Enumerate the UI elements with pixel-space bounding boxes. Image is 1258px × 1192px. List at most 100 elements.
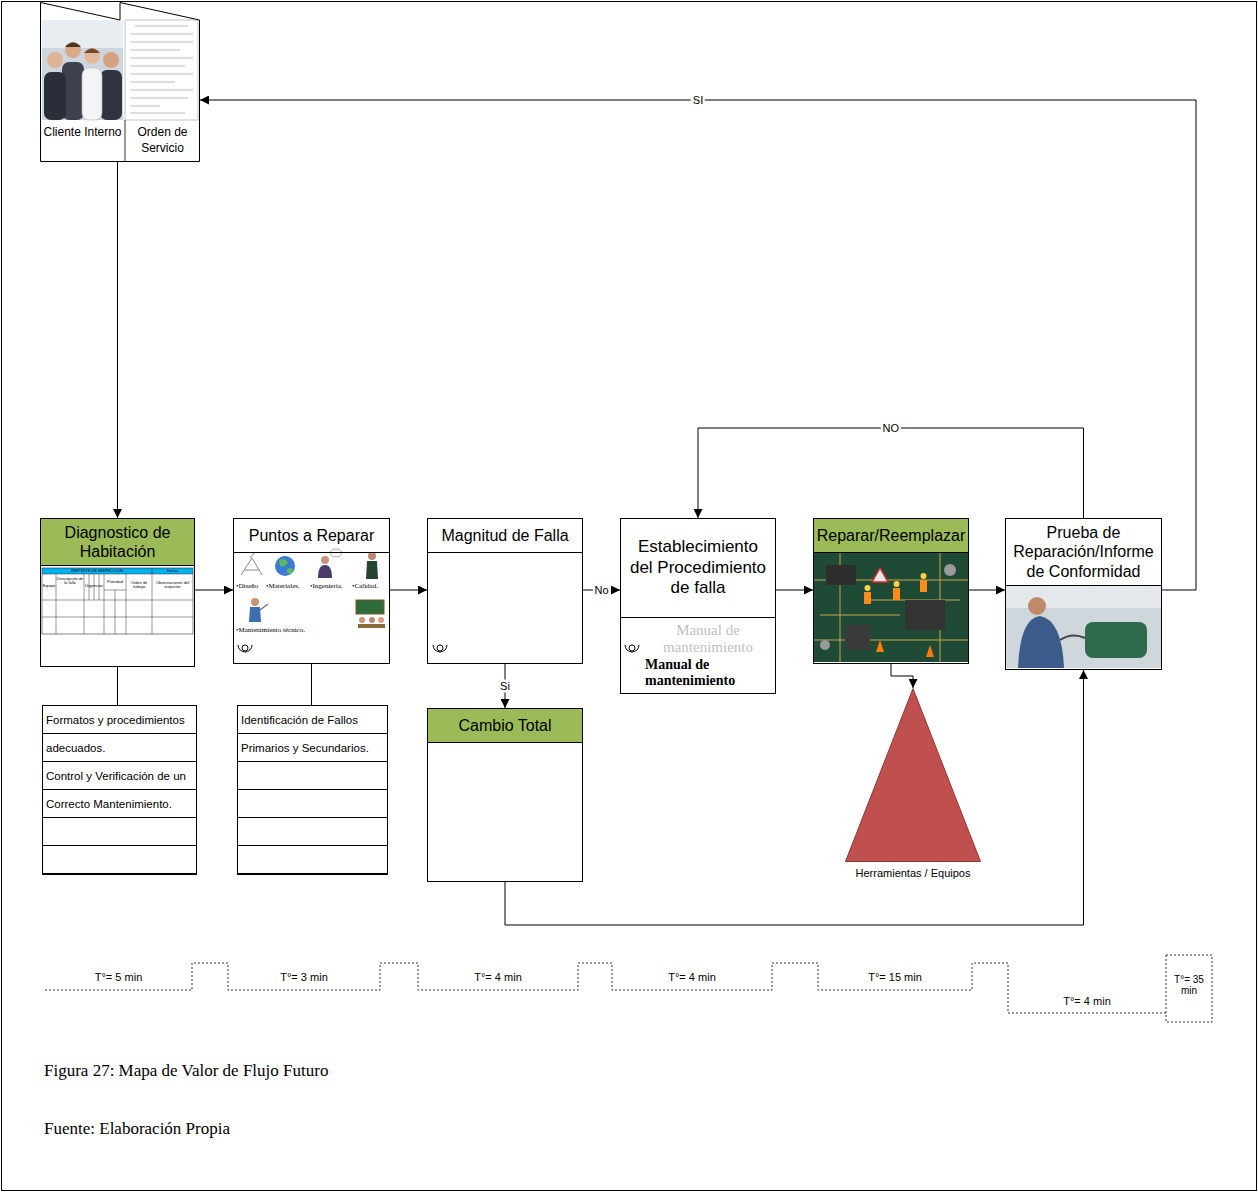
node-text: •Materiales. bbox=[266, 583, 300, 591]
worker-helmet bbox=[921, 573, 927, 579]
classroom-pupil bbox=[369, 617, 375, 623]
worker-helmet bbox=[894, 581, 900, 587]
factory-divider bbox=[125, 120, 126, 162]
figure-caption: Figura 27: Mapa de Valor de Flujo Futuro bbox=[44, 1062, 844, 1081]
cycle-time: T°= 15 min bbox=[818, 971, 972, 983]
node-text: Diagnostico de Habitación bbox=[46, 523, 189, 561]
engineer-head bbox=[321, 556, 329, 564]
worker-head bbox=[251, 598, 259, 606]
process-header: Diagnostico de Habitación bbox=[41, 519, 194, 566]
process-box: Magnitud de Falla bbox=[427, 518, 583, 664]
process-body: Manual de mantenimientoManual de manteni… bbox=[621, 618, 775, 693]
form-lines bbox=[130, 26, 193, 113]
cycle-time: T°= 4 min bbox=[1008, 995, 1166, 1007]
node-text: Establecimiento del Procedimiento de fal… bbox=[626, 537, 770, 598]
table-cell-text: Equipo bbox=[42, 584, 56, 588]
form-sheet bbox=[125, 20, 198, 120]
triangle-fill bbox=[846, 689, 981, 862]
person-hair bbox=[84, 49, 100, 54]
connector-label: NO bbox=[881, 422, 902, 435]
process-body: •Diseño•Materiales.•Ingeniería.•Calidad.… bbox=[234, 553, 389, 663]
triangle-shape bbox=[845, 688, 981, 862]
table-cell-text: Urgencias bbox=[84, 584, 104, 588]
process-header: Reparar/Reemplazar bbox=[814, 519, 968, 553]
node-text: Manual de mantenimiento bbox=[645, 657, 771, 689]
connector bbox=[390, 590, 427, 591]
connector bbox=[776, 590, 813, 591]
engineer-body bbox=[318, 565, 332, 578]
node-text: Cliente Interno bbox=[40, 124, 125, 140]
puntos-icons bbox=[241, 549, 385, 628]
node-text: Formatos y procedimientos adecuados. bbox=[43, 706, 196, 762]
classroom-desk bbox=[358, 624, 385, 628]
motor-housing bbox=[1085, 622, 1147, 658]
node-text: Magnitud de Falla bbox=[441, 526, 568, 545]
process-box: Diagnostico de Habitación bbox=[40, 518, 195, 667]
process-box: Reparar/Reemplazar bbox=[813, 518, 969, 664]
connector-label: Si bbox=[498, 680, 512, 693]
connector bbox=[891, 664, 913, 688]
table-cell-text: REPORTE DE INSPECCION bbox=[43, 569, 151, 573]
connector bbox=[311, 664, 312, 705]
operator-symbol bbox=[238, 645, 252, 652]
process-box: Puntos a Reparar•Diseño•Materiales.•Inge… bbox=[233, 518, 390, 664]
worker-helmet bbox=[865, 585, 871, 591]
technician-body bbox=[1018, 616, 1064, 668]
test-cable bbox=[1060, 635, 1085, 640]
node-text: Prueba de Reparación/Informe de Conformi… bbox=[1011, 523, 1156, 581]
timeline-total-box bbox=[1166, 955, 1212, 1022]
operator-symbols bbox=[238, 645, 639, 652]
technician-head bbox=[1028, 597, 1046, 615]
connector bbox=[117, 667, 118, 705]
cycle-time: T°= 4 min bbox=[612, 971, 772, 983]
thought-bubble bbox=[330, 549, 342, 557]
person-head bbox=[65, 42, 81, 58]
cycle-time: T°= 5 min bbox=[45, 971, 192, 983]
table-cell-text: Orden de trabajo bbox=[126, 581, 152, 590]
process-box: Cambio Total bbox=[427, 708, 583, 882]
table-cell-text: Observaciones del inspector bbox=[152, 581, 193, 590]
node-text: Herramientas / Equipos bbox=[805, 867, 1021, 880]
quality-head bbox=[368, 552, 376, 560]
warning-sign bbox=[872, 568, 888, 582]
worker-tool bbox=[260, 604, 268, 610]
process-box: Prueba de Reparación/Informe de Conformi… bbox=[1005, 518, 1162, 670]
service-order-form bbox=[125, 20, 198, 120]
node-text: Identificación de Fallos Primarios y Sec… bbox=[238, 706, 387, 762]
worker-figure bbox=[893, 588, 900, 600]
capacitor bbox=[820, 640, 830, 650]
worker-figure bbox=[920, 580, 927, 592]
data-box: Identificación de Fallos Primarios y Sec… bbox=[237, 705, 388, 875]
capacitor bbox=[944, 564, 956, 576]
classroom-pupil bbox=[359, 617, 365, 623]
process-box: Establecimiento del Procedimiento de fal… bbox=[620, 518, 776, 694]
inspection-report-table bbox=[42, 568, 193, 634]
globe-icon bbox=[275, 556, 295, 576]
person-head bbox=[84, 48, 100, 64]
node-text: Puntos a Reparar bbox=[249, 526, 374, 545]
table-title-bar bbox=[42, 568, 193, 574]
chip bbox=[845, 625, 870, 650]
chip bbox=[826, 565, 856, 585]
process-body bbox=[428, 743, 582, 881]
photo-ground bbox=[1006, 586, 1161, 668]
data-box: Formatos y procedimientos adecuados.Cont… bbox=[42, 705, 197, 875]
operator-symbol bbox=[242, 645, 248, 651]
connector bbox=[698, 428, 1084, 518]
process-body bbox=[428, 553, 582, 663]
process-body bbox=[814, 553, 968, 663]
test-photo bbox=[1006, 586, 1161, 668]
classroom-board bbox=[356, 600, 384, 614]
photo-ground bbox=[42, 20, 123, 120]
table-cell-text: Descripción de la falla bbox=[56, 577, 84, 586]
node-text: •Ingeniería. bbox=[310, 583, 343, 591]
cycle-time: T°= 4 min bbox=[418, 971, 578, 983]
process-header: Magnitud de Falla bbox=[428, 519, 582, 553]
design-icon bbox=[241, 552, 262, 575]
node-text: •Calidad. bbox=[352, 583, 378, 591]
node-text: Manual de mantenimiento bbox=[645, 622, 771, 655]
